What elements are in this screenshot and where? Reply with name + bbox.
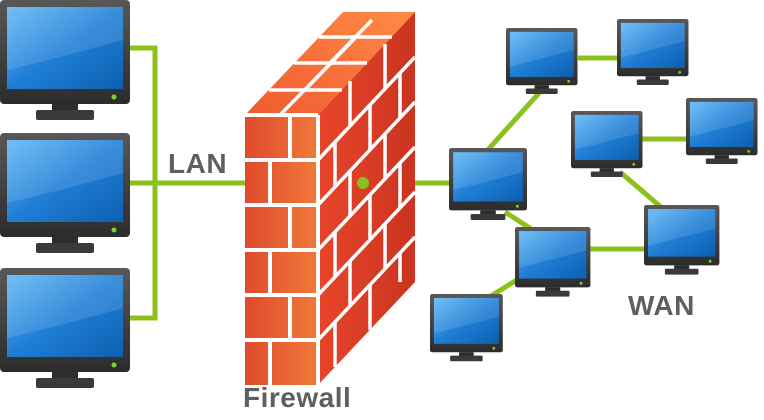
firewall-label: Firewall bbox=[243, 382, 352, 413]
lan-label: LAN bbox=[168, 148, 228, 179]
firewall-port-dot bbox=[357, 177, 369, 189]
lan-computer-2[interactable] bbox=[0, 133, 130, 253]
lan-computer-3[interactable] bbox=[0, 268, 130, 388]
wan-computer-7[interactable] bbox=[515, 227, 591, 297]
wan-label: WAN bbox=[628, 290, 695, 321]
lan-computer-1[interactable] bbox=[0, 0, 130, 120]
wan-link-a bbox=[483, 90, 542, 155]
wan-computer-2[interactable] bbox=[617, 19, 689, 85]
wan-computer-5[interactable] bbox=[449, 148, 527, 220]
firewall-wall bbox=[245, 12, 417, 385]
lan-links bbox=[128, 45, 245, 321]
wan-computer-1[interactable] bbox=[506, 28, 578, 94]
wan-computer-3[interactable] bbox=[686, 98, 758, 164]
wan-computer-4[interactable] bbox=[571, 111, 643, 177]
wan-computer-6[interactable] bbox=[644, 205, 720, 275]
wan-computer-8[interactable] bbox=[430, 294, 503, 362]
